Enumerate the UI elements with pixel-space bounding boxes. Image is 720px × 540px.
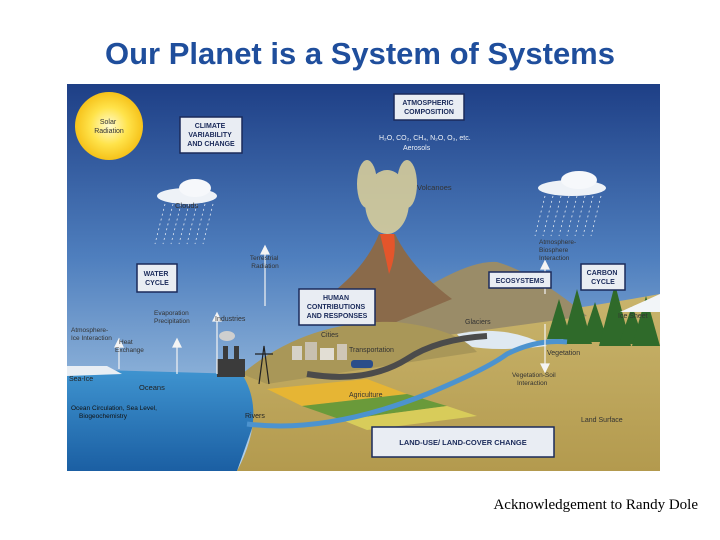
cities-label: Cities — [321, 332, 339, 339]
land-use-box: LAND-USE/ LAND-COVER CHANGE — [371, 426, 555, 458]
aerosols-label: Aerosols — [403, 145, 431, 152]
svg-text:CLIMATE VARIABILITY: CLIMATE VARIABILITY AND CHANGE — [187, 123, 235, 148]
atm-bio-label: Atmosphere- Biosphere Interaction — [539, 239, 578, 262]
evaporation-label: Evaporation Precipitation — [154, 310, 191, 325]
road — [306, 333, 488, 380]
gases-label: H₂O, CO₂, CH₄, N₂O, O₃, etc. — [379, 135, 471, 142]
carbon-cycle-box: CARBON CYCLE — [580, 263, 626, 291]
land-surface-label: Land Surface — [581, 417, 623, 424]
sun-icon — [75, 92, 143, 160]
cloud-right-icon — [534, 171, 606, 237]
svg-text:HUMAN CONTRIBUTIONS: HUMAN CONTRIBUTIONS AND RESPONSES — [307, 295, 368, 320]
lava — [380, 234, 395, 274]
svg-text:ATMOSPHERIC COMPOSITION: ATMOSPHERIC COMPOSITION — [402, 100, 455, 116]
river — [246, 339, 568, 429]
industry-icon — [217, 331, 245, 377]
transportation-label: Transportation — [349, 347, 394, 354]
arrows — [114, 244, 550, 374]
ocean — [67, 369, 260, 471]
solar-radiation-label: Solar Radiation — [94, 119, 124, 135]
atmospheric-composition-box: ATMOSPHERIC COMPOSITION — [393, 93, 465, 121]
ocean-circulation-label: Ocean Circulation, Sea Level, Biogeochem… — [71, 405, 159, 420]
agriculture-label: Agriculture — [349, 392, 383, 399]
hill — [242, 321, 477, 384]
climate-variability-box: CLIMATE VARIABILITY AND CHANGE — [179, 116, 243, 154]
car-icon — [351, 360, 373, 368]
ice-sheet — [620, 294, 660, 312]
svg-text:CARBON CYCLE: CARBON CYCLE — [587, 270, 620, 286]
svg-text:WATER CYCLE: WATER CYCLE — [144, 271, 171, 287]
forest — [547, 284, 660, 346]
veg-soil-label: Vegetation-Soil Interaction — [512, 372, 558, 387]
rivers-label: Rivers — [245, 413, 265, 420]
ecosystems-box: ECOSYSTEMS — [488, 271, 552, 289]
acknowledgement-text: Acknowledgement to Randy Dole — [493, 497, 698, 513]
svg-text:LAND-USE/ LAND-COVER CHANGE: LAND-USE/ LAND-COVER CHANGE — [399, 438, 527, 447]
clouds-label: Clouds — [175, 201, 199, 210]
atm-ice-label: Atmosphere- Ice Interaction — [71, 327, 112, 342]
city — [292, 342, 347, 360]
volcanoes-label: Volcanoes — [417, 183, 452, 192]
sea-ice-label: Sea-Ice — [69, 376, 93, 383]
heat-exchange-label: Heat Exchange — [115, 339, 144, 354]
human-contributions-box: HUMAN CONTRIBUTIONS AND RESPONSES — [298, 288, 376, 326]
oceans-label: Oceans — [139, 383, 165, 392]
eruption-plume — [357, 160, 417, 234]
svg-text:ECOSYSTEMS: ECOSYSTEMS — [496, 278, 545, 285]
industries-label: Industries — [215, 316, 246, 323]
water-cycle-box: WATER CYCLE — [136, 263, 178, 293]
terrestrial-radiation-label: Terrestrial Radiation — [250, 255, 280, 270]
power-pylon-icon — [255, 345, 273, 385]
ice-sheet-label: Ice Sheet — [618, 313, 648, 320]
glaciers-label: Glaciers — [465, 319, 491, 326]
sea-ice — [67, 366, 122, 376]
slide-title: Our Planet is a System of Systems — [105, 36, 615, 71]
cloud-left-icon — [154, 179, 217, 245]
earth-system-diagram: Solar Radiation Clouds — [67, 84, 660, 471]
vegetation-label: Vegetation — [547, 350, 580, 357]
